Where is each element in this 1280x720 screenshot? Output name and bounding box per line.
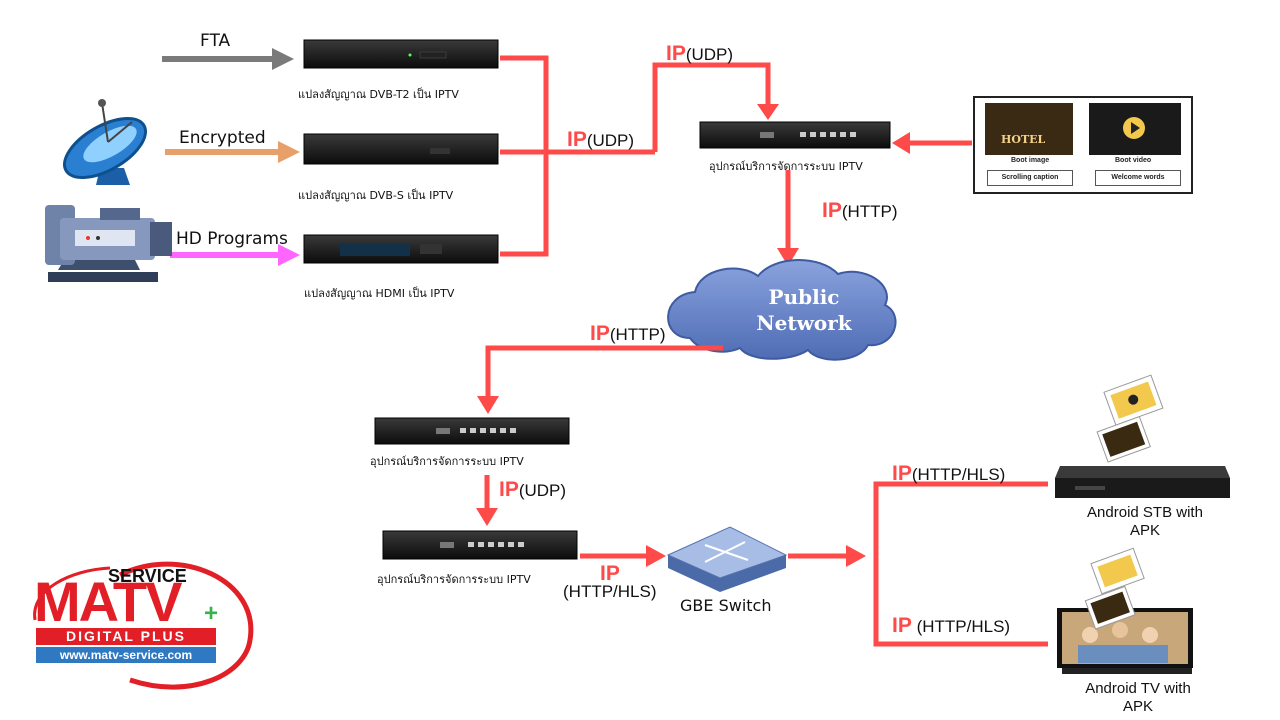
protocol-label-hls-switch: (HTTP/HLS) [563, 582, 657, 601]
boot-image-caption: Boot image [1011, 157, 1050, 164]
logo-brand: MATV [34, 570, 182, 633]
server-label-middle: อุปกรณ์บริการจัดการระบบ IPTV [370, 455, 524, 468]
logo-tagline: DIGITAL PLUS [36, 628, 216, 645]
boot-video-thumb [1089, 103, 1181, 155]
input-label-fta: FTA [200, 31, 231, 51]
gbe-switch-icon [666, 526, 788, 592]
server-label-top: อุปกรณ์บริการจัดการระบบ IPTV [709, 160, 863, 173]
hd-arrow [170, 244, 300, 266]
protocol-label-udp-bottom: IP(UDP) [499, 478, 567, 501]
server-top [699, 121, 891, 149]
protocol-label-http-cloud: IP(HTTP) [590, 322, 666, 345]
encoder-dvbt2 [303, 39, 499, 69]
panel-to-server-arrowhead [892, 132, 910, 154]
public-network-cloud [667, 259, 897, 361]
flow-arrow-to-server-top [757, 104, 779, 120]
input-label-encrypted: Encrypted [179, 128, 266, 148]
protocol-label-hls-stb: IP(HTTP/HLS) [892, 462, 1006, 485]
input-label-hd: HD Programs [176, 229, 288, 249]
boot-image-thumb: HOTEL [985, 103, 1073, 155]
cloud-to-middle-server-arrowhead [477, 396, 499, 414]
logo-plus: + [204, 600, 219, 627]
encoder-label-hdmi: แปลงสัญญาณ HDMI เป็น IPTV [304, 287, 455, 300]
protocol-label-ip-switch: IP [600, 562, 620, 585]
encrypted-arrow [165, 141, 300, 163]
scrolling-caption-box: Scrolling caption [987, 170, 1073, 186]
satellite-dish-icon [63, 99, 147, 185]
hotel-sign: HOTEL [1001, 133, 1046, 146]
cloud-to-middle-server-line [485, 345, 723, 400]
encoder-label-dvbs: แปลงสัญญาณ DVB-S เป็น IPTV [298, 189, 454, 202]
encoder-hdmi [303, 234, 499, 264]
protocol-label-http-down: IP(HTTP) [822, 199, 898, 222]
logo-url[interactable]: www.matv-service.com [36, 647, 216, 663]
hd-camera-icon [45, 205, 172, 282]
welcome-words-box: Welcome words [1095, 170, 1181, 186]
switch-to-devices-arrowhead [846, 545, 866, 567]
play-icon [1123, 117, 1145, 139]
fta-arrow [162, 48, 294, 70]
boot-video-caption: Boot video [1115, 157, 1152, 164]
server-middle [374, 417, 570, 445]
switch-label: GBE Switch [680, 596, 772, 615]
server-bottom [382, 530, 578, 560]
android-tv-icon [1057, 547, 1193, 674]
server-label-bottom: อุปกรณ์บริการจัดการระบบ IPTV [377, 573, 531, 586]
config-panel: HOTEL Boot image Boot video Scrolling ca… [973, 96, 1193, 194]
encoder-label-dvbt2: แปลงสัญญาณ DVB-T2 เป็น IPTV [298, 88, 459, 101]
server-to-switch-arrowhead [646, 545, 666, 567]
encoder-dvbs [303, 133, 499, 165]
protocol-label-hls-tv: IP (HTTP/HLS) [892, 614, 1011, 637]
matv-logo [33, 561, 254, 690]
encoder-merge-lines [500, 55, 771, 257]
logo-service: SERVICE [108, 566, 187, 586]
middle-to-bottom-arrowhead [476, 508, 498, 526]
device-branch-lines [873, 481, 1048, 647]
protocol-label-udp-merge: IP(UDP) [567, 128, 635, 151]
protocol-label-udp-top: IP(UDP) [666, 42, 734, 65]
server-to-cloud-arrowhead [777, 248, 799, 266]
android-stb-icon [1055, 374, 1230, 498]
